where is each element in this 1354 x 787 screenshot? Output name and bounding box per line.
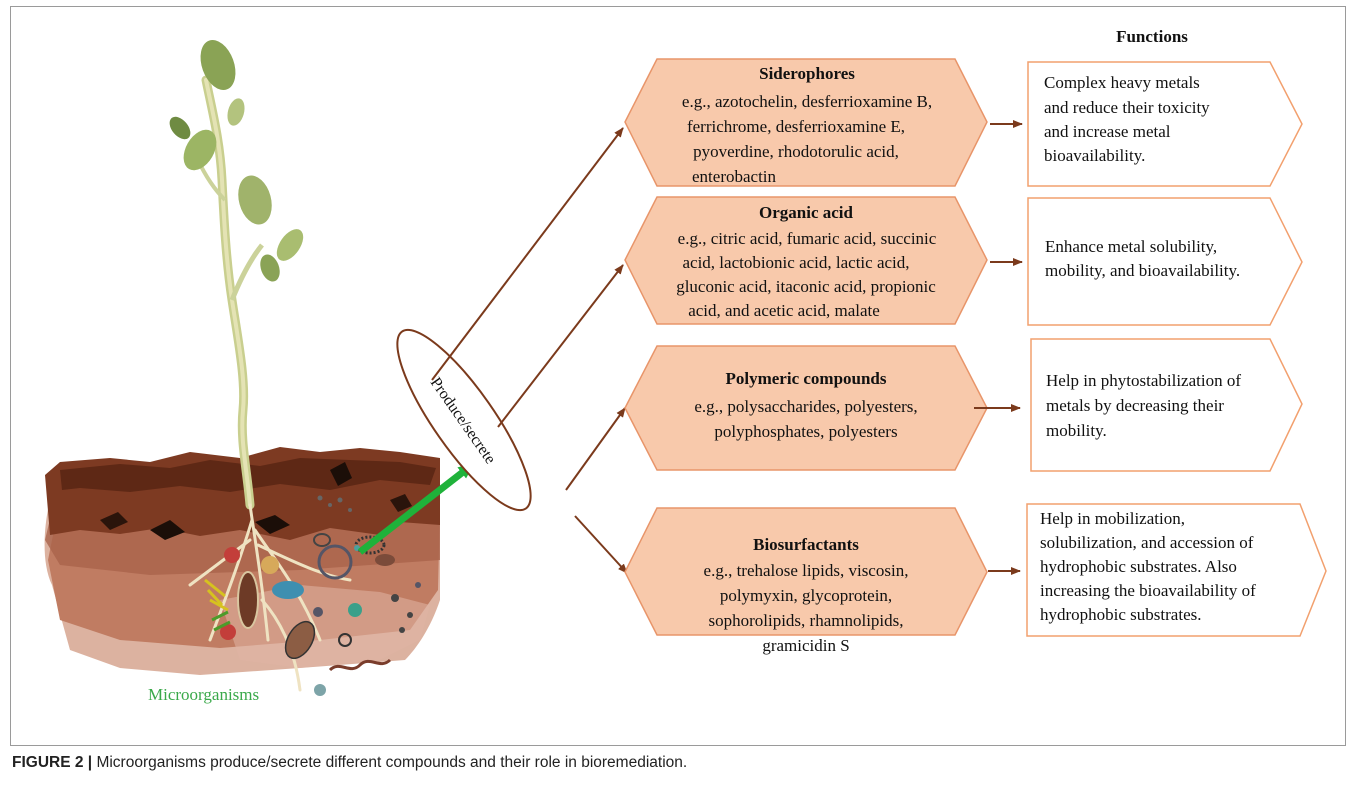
compound-line: pyoverdine, rhodotorulic acid, — [693, 142, 899, 161]
function-arrows — [974, 120, 1023, 575]
function-line: Help in phytostabilization of — [1046, 371, 1241, 390]
function-line: and increase metal — [1044, 122, 1171, 141]
functions-header: Functions — [1116, 27, 1188, 46]
compound-line: acid, and acetic acid, malate — [688, 301, 880, 320]
microorganisms-label: Microorganisms — [148, 685, 259, 704]
arrow-to-polymeric — [565, 407, 626, 491]
function-line: hydrophobic substrates. Also — [1040, 557, 1237, 576]
compound-title: Siderophores — [759, 64, 855, 83]
compound-line: e.g., trehalose lipids, viscosin, — [704, 561, 909, 580]
caption-separator: | — [83, 754, 97, 771]
arrow-to-siderophores — [431, 127, 624, 381]
compound-line: ferrichrome, desferrioxamine E, — [687, 117, 905, 136]
microbes — [204, 495, 421, 696]
hub-ellipse — [396, 328, 532, 512]
function-line: Enhance metal solubility, — [1045, 237, 1217, 256]
function-boxes — [1026, 61, 1327, 637]
compound-line: sophorolipids, rhamnolipids, — [708, 611, 903, 630]
function-line: metals by decreasing their — [1046, 396, 1224, 415]
soil-plant-illustration — [44, 39, 475, 696]
green-arrow — [357, 462, 475, 555]
hub-arrows — [431, 127, 628, 574]
compound-title: Biosurfactants — [753, 535, 859, 554]
compound-box-biosurfactants — [624, 507, 988, 636]
compound-title: Polymeric compounds — [725, 369, 886, 388]
compound-line: polyphosphates, polyesters — [714, 422, 897, 441]
function-line: bioavailability. — [1044, 146, 1145, 165]
compound-title: Organic acid — [759, 203, 854, 222]
function-box-4 — [1026, 503, 1327, 637]
compound-boxes — [624, 58, 988, 636]
caption-label: FIGURE 2 — [12, 754, 84, 771]
compound-line: e.g., polysaccharides, polyesters, — [694, 397, 917, 416]
function-line: hydrophobic substrates. — [1040, 605, 1201, 624]
compound-box-siderophores — [624, 58, 988, 187]
function-box-1 — [1027, 61, 1303, 187]
arrow-to-organic-acid — [497, 264, 624, 428]
compound-line: gramicidin S — [762, 636, 849, 655]
figure-caption: FIGURE 2 | Microorganisms produce/secret… — [12, 754, 1342, 772]
function-box-3 — [1030, 338, 1303, 472]
function-line: Complex heavy metals — [1044, 73, 1200, 92]
compound-line: polymyxin, glycoprotein, — [720, 586, 892, 605]
function-line: solubilization, and accession of — [1040, 533, 1254, 552]
function-line: mobility, and bioavailability. — [1045, 261, 1240, 280]
arrow-to-biosurfactants — [574, 515, 628, 574]
compound-line: e.g., citric acid, fumaric acid, succini… — [678, 229, 937, 248]
caption-text: Microorganisms produce/secrete different… — [96, 754, 688, 771]
compound-line: e.g., azotochelin, desferrioxamine B, — [682, 92, 932, 111]
function-line: and reduce their toxicity — [1044, 98, 1210, 117]
function-line: Help in mobilization, — [1040, 509, 1185, 528]
function-line: mobility. — [1046, 421, 1107, 440]
compound-line: gluconic acid, itaconic acid, propionic — [676, 277, 936, 296]
function-line: increasing the bioavailability of — [1040, 581, 1256, 600]
compound-box-organic-acid — [624, 196, 988, 325]
compound-line: acid, lactobionic acid, lactic acid, — [682, 253, 909, 272]
compound-line: enterobactin — [692, 167, 777, 186]
function-box-2 — [1027, 197, 1303, 326]
